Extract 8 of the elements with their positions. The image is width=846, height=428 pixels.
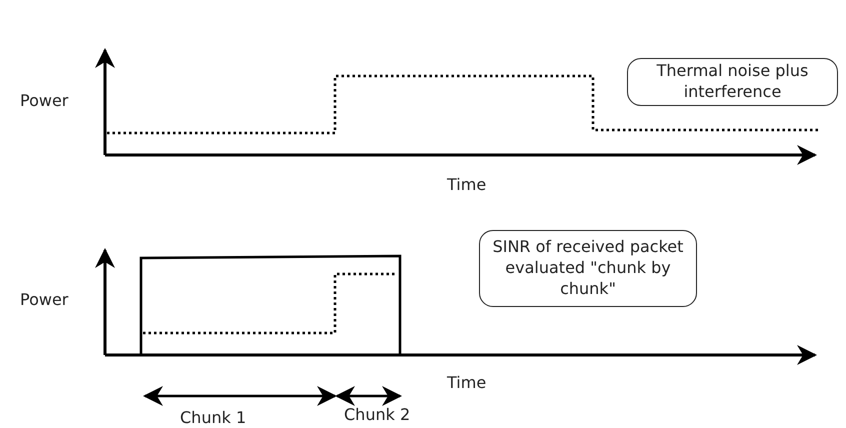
axis-label: Power bbox=[20, 290, 68, 309]
axis-label: Time bbox=[447, 373, 486, 392]
chunk-label: Chunk 2 bbox=[344, 405, 410, 424]
chunk-label: Chunk 1 bbox=[180, 408, 246, 427]
axis-label: Power bbox=[20, 91, 68, 110]
note-box: Thermal noise plus interference bbox=[627, 58, 838, 106]
axis-label: Time bbox=[447, 175, 486, 194]
note-box: SINR of received packet evaluated "chunk by chunk" bbox=[479, 230, 697, 307]
